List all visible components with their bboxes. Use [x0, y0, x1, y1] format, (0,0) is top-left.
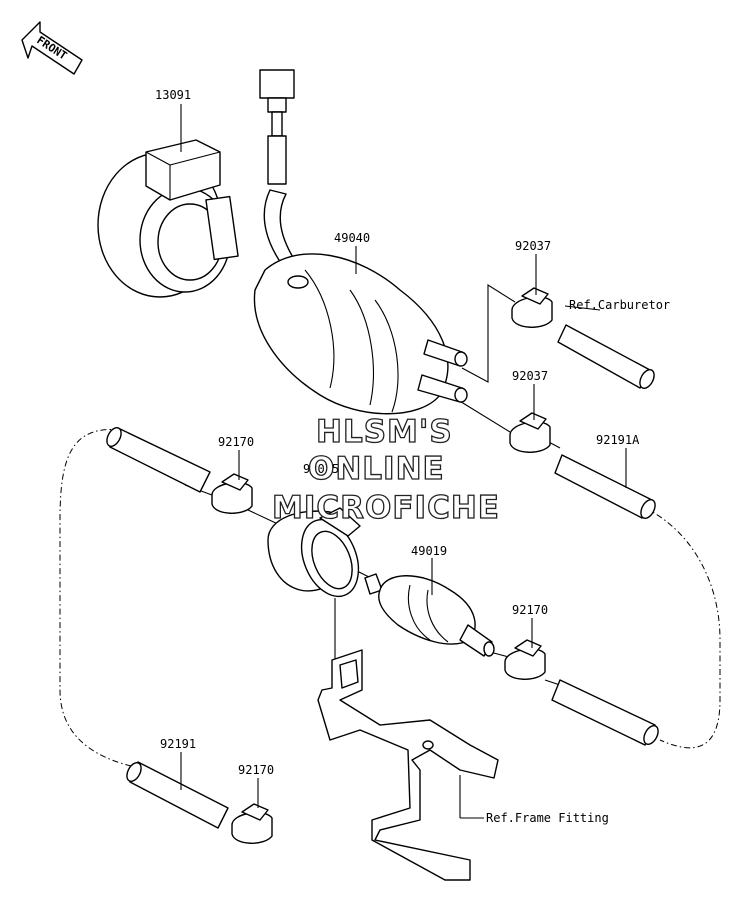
part-92170-clamp-b — [504, 639, 546, 680]
label-92170-c: 92170 — [238, 763, 274, 777]
part-49040-fuel-pump — [253, 69, 468, 415]
label-49040: 49040 — [334, 231, 370, 245]
label-92191a: 92191A — [596, 433, 640, 447]
label-92191: 92191 — [160, 737, 196, 751]
frame-fitting-bracket — [317, 598, 499, 881]
label-13091: 13091 — [155, 88, 191, 102]
label-92170-b: 92170 — [512, 603, 548, 617]
hose-route-right — [644, 507, 721, 749]
hose-upper-left — [106, 427, 211, 493]
watermark-line-3: MICROFICHE — [272, 490, 500, 526]
hose-right-lower — [551, 679, 659, 746]
front-arrow-icon: FRONT — [21, 21, 83, 75]
watermark-line-1: HLSM'S — [316, 414, 453, 450]
part-92037-clamp-lower — [509, 412, 551, 453]
hose-carburetor — [557, 324, 655, 389]
part-92170-clamp-c — [231, 803, 273, 844]
part-49019-fuel-filter — [364, 573, 495, 657]
part-13091-bracket — [97, 139, 239, 298]
part-92170-clamp-a — [211, 473, 253, 514]
part-92037-clamp-upper — [511, 287, 553, 328]
hose-route-left — [59, 429, 141, 769]
label-92037-upper: 92037 — [515, 239, 551, 253]
ref-frame-fitting: Ref.Frame Fitting — [486, 811, 609, 825]
leader-lines — [180, 104, 627, 819]
label-49019: 49019 — [411, 544, 447, 558]
ref-carburetor: Ref.Carburetor — [569, 298, 670, 312]
label-92037-lower: 92037 — [512, 369, 548, 383]
part-92075-holder — [267, 507, 361, 598]
watermark-line-2: ONLINE — [308, 451, 445, 487]
label-92170-a: 92170 — [218, 435, 254, 449]
hose-92191a — [554, 454, 656, 519]
label-92075: 92075 — [303, 462, 339, 476]
hose-92191 — [126, 761, 229, 829]
